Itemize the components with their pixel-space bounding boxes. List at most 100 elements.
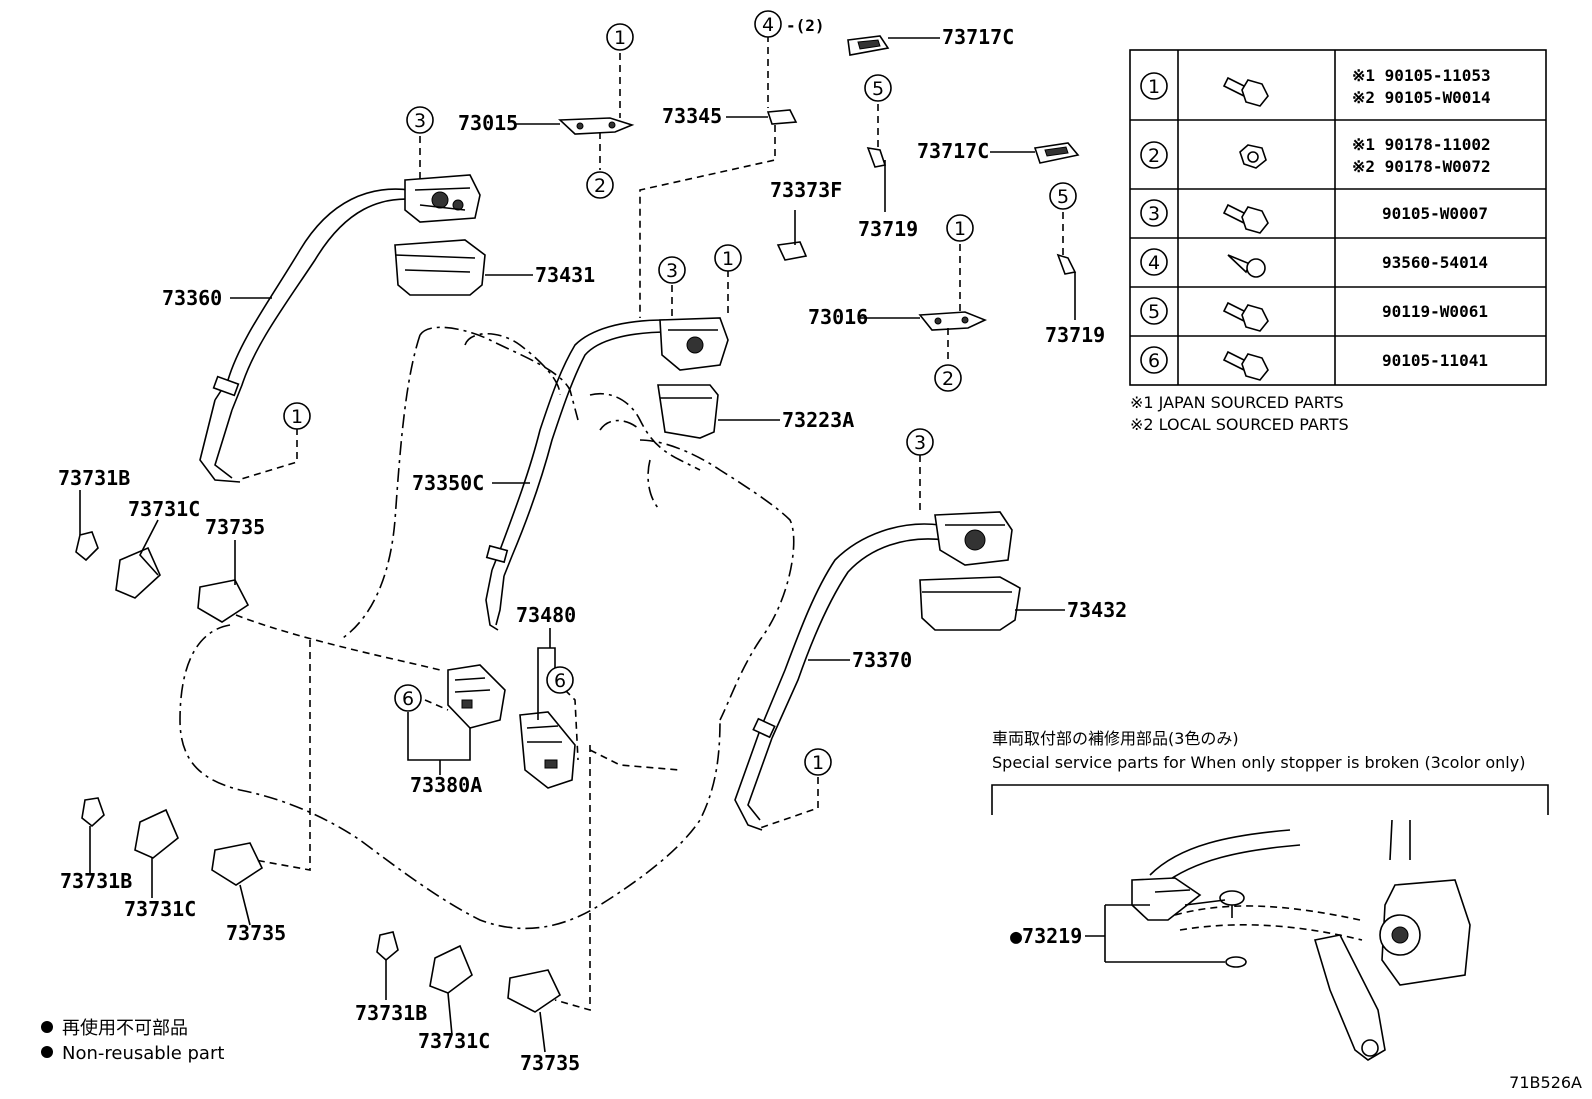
svg-text:1: 1 <box>722 248 734 270</box>
circle-1-b: 1 <box>946 214 974 242</box>
svg-text:5: 5 <box>1148 301 1160 323</box>
hook-73719-left <box>866 146 887 168</box>
label-73370: 73370 <box>852 648 912 672</box>
svg-text:4: 4 <box>1148 252 1160 274</box>
label-73360: 73360 <box>162 286 222 310</box>
belt-73350c <box>485 317 729 631</box>
legend-en: Non-reusable part <box>62 1043 224 1064</box>
fastener-table: 1 2 3 4 5 6 ※1 90105 <box>1129 49 1547 434</box>
table-part-5: 90119-W0061 <box>1382 302 1488 321</box>
label-73731b-3: 73731B <box>355 1001 427 1025</box>
svg-text:3: 3 <box>666 260 678 282</box>
belt-73370 <box>734 511 1013 831</box>
belt-73360 <box>199 174 481 483</box>
solid-leaders <box>79 37 1076 1053</box>
cover-73431 <box>394 239 486 296</box>
svg-text:1: 1 <box>1148 76 1160 98</box>
svg-text:4: 4 <box>762 14 774 36</box>
bullet-icon <box>41 1021 53 1033</box>
svg-text:3: 3 <box>914 432 926 454</box>
bolt-icon-1 <box>1222 76 1269 107</box>
svg-text:6: 6 <box>402 688 414 710</box>
circle-6-a: 6 <box>546 666 574 694</box>
svg-text:2: 2 <box>1148 145 1160 167</box>
bullet-icon <box>41 1046 53 1058</box>
label-73380a: 73380A <box>410 773 482 797</box>
figure-id: 71B526A <box>1509 1073 1582 1092</box>
svg-text:2: 2 <box>594 175 606 197</box>
label-73717c-top: 73717C <box>942 25 1014 49</box>
cover-73432 <box>919 576 1021 631</box>
circle-1-top: 1 <box>606 23 634 51</box>
legend-jp: 再使用不可部品 <box>62 1018 188 1039</box>
part-number-labels: 73015 73345 -(2) 73717C 73717C 73719 737… <box>58 16 1127 1075</box>
svg-text:5: 5 <box>872 78 884 100</box>
table-part-6: 90105-11041 <box>1382 351 1488 370</box>
label-73350c: 73350C <box>412 471 484 495</box>
note-local-sourced: ※2 LOCAL SOURCED PARTS <box>1130 415 1349 434</box>
label-73731b-2: 73731B <box>60 869 132 893</box>
circle-3-b: 3 <box>658 256 686 284</box>
circle-1-c: 1 <box>714 244 742 272</box>
circle-1-d: 1 <box>283 402 311 430</box>
cap-73717c-mid <box>1033 142 1080 164</box>
circle-3-c: 3 <box>906 428 934 456</box>
label-73735-1: 73735 <box>205 515 265 539</box>
label-73432: 73432 <box>1067 598 1127 622</box>
bracket-73016 <box>918 311 988 331</box>
label-73719-right: 73719 <box>1045 323 1105 347</box>
label-73345: 73345 <box>662 104 722 128</box>
bolt-icon-5 <box>1222 301 1269 332</box>
table-part-1a: ※1 90105-11053 <box>1352 66 1491 85</box>
label-73731c-3: 73731C <box>418 1029 490 1053</box>
buckle-73480 <box>519 711 576 789</box>
label-73016: 73016 <box>808 305 868 329</box>
dashed-leaders <box>235 35 1064 1012</box>
table-key-5: 5 <box>1140 297 1168 325</box>
table-part-1b: ※2 90105-W0014 <box>1352 88 1491 107</box>
bolt-icon-6 <box>1222 350 1269 381</box>
table-part-2b: ※2 90178-W0072 <box>1352 157 1491 176</box>
svg-text:6: 6 <box>554 670 566 692</box>
label-73731b-1: 73731B <box>58 466 130 490</box>
table-part-3: 90105-W0007 <box>1382 204 1488 223</box>
hook-73719-right <box>1056 253 1077 275</box>
clips-group-2 <box>81 797 264 886</box>
circle-5-b: 5 <box>1049 182 1077 210</box>
svg-text:1: 1 <box>954 218 966 240</box>
svg-text:1: 1 <box>812 752 824 774</box>
label-73731c-2: 73731C <box>124 897 196 921</box>
svg-text:3: 3 <box>1148 203 1160 225</box>
bolt-icon-3 <box>1222 203 1269 234</box>
svg-text:1: 1 <box>291 406 303 428</box>
circle-2-b: 2 <box>934 364 962 392</box>
cap-73717c-top <box>847 35 890 56</box>
svg-text:2: 2 <box>942 368 954 390</box>
note-japan-sourced: ※1 JAPAN SOURCED PARTS <box>1130 393 1344 412</box>
buckle-73380a <box>447 664 506 729</box>
label-73219: ●73219 <box>1010 924 1082 948</box>
svg-text:5: 5 <box>1057 186 1069 208</box>
clips-group-1 <box>75 531 250 623</box>
svg-text:1: 1 <box>614 27 626 49</box>
clip-73373f <box>776 241 808 261</box>
circle-1-e: 1 <box>804 748 832 776</box>
label-73223a: 73223A <box>782 408 854 432</box>
circle-3-a: 3 <box>406 106 434 134</box>
label-73719-left: 73719 <box>858 217 918 241</box>
label-73480: 73480 <box>516 603 576 627</box>
table-key-3: 3 <box>1140 199 1168 227</box>
special-service-title-jp: 車両取付部の補修用部品(3色のみ) <box>992 729 1239 748</box>
table-part-2a: ※1 90178-11002 <box>1352 135 1491 154</box>
legend: 再使用不可部品 Non-reusable part <box>41 1018 224 1064</box>
bracket-73345 <box>766 109 798 125</box>
svg-text:3: 3 <box>414 110 426 132</box>
bracket-73015 <box>558 117 635 135</box>
table-key-4: 4 <box>1140 248 1168 276</box>
rear-seat-outline <box>179 326 795 930</box>
label-73015: 73015 <box>458 111 518 135</box>
label-73373f: 73373F <box>770 178 842 202</box>
table-key-2: 2 <box>1140 141 1168 169</box>
circle-5-a: 5 <box>864 74 892 102</box>
